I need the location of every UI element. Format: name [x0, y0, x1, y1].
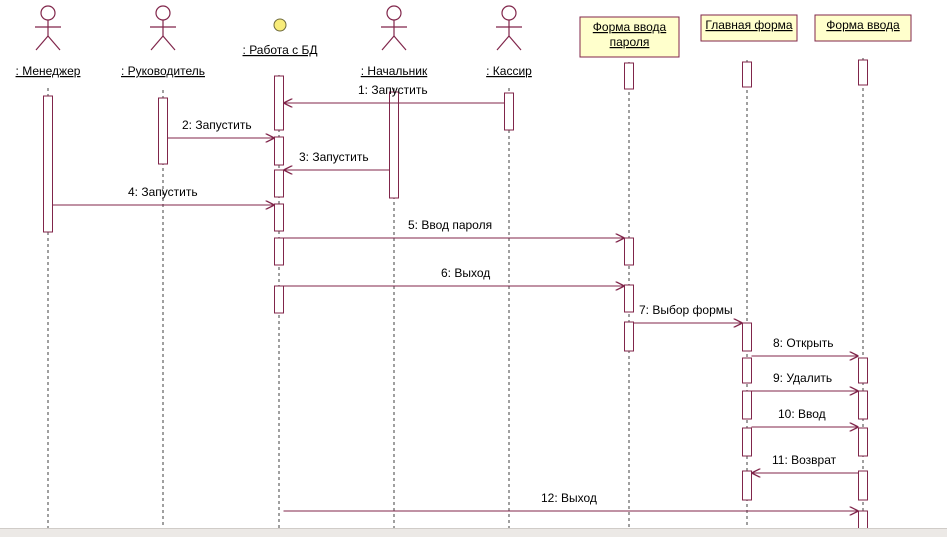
message-label-3: 3: Запустить — [299, 150, 369, 164]
participant-cashier[interactable]: : Кассир — [486, 5, 532, 78]
activation-db-6[interactable] — [274, 285, 284, 314]
entity-icon — [273, 18, 287, 32]
activation-pwdform-2[interactable] — [624, 237, 634, 266]
activation-db-2[interactable] — [274, 136, 284, 166]
activation-cashier-1[interactable] — [504, 92, 514, 131]
activation-db-3[interactable] — [274, 169, 284, 198]
activation-db-4[interactable] — [274, 203, 284, 232]
activation-pwdform-1[interactable] — [624, 62, 634, 90]
activation-mainform-6[interactable] — [742, 470, 752, 501]
participant-label: : Кассир — [486, 64, 532, 78]
message-label-9: 9: Удалить — [773, 371, 832, 385]
activation-inputform-4[interactable] — [858, 427, 868, 457]
activation-pwdform-4[interactable] — [624, 321, 634, 352]
message-label-11: 11: Возврат — [772, 453, 837, 467]
participant-label: Форма ввода — [826, 18, 900, 32]
activation-mainform-2[interactable] — [742, 322, 752, 352]
object-box — [700, 14, 798, 42]
activation-db-1[interactable] — [274, 75, 284, 131]
participant-head[interactable]: : Руководитель — [121, 5, 205, 78]
activation-pwdform-3[interactable] — [624, 284, 634, 313]
activation-inputform-3[interactable] — [858, 390, 868, 420]
message-label-1: 1: Запустить — [358, 83, 428, 97]
message-label-4: 4: Запустить — [128, 185, 198, 199]
message-label-2: 2: Запустить — [182, 118, 252, 132]
participant-label: : Менеджер — [16, 64, 81, 78]
participant-inputform[interactable]: Форма ввода — [814, 14, 912, 42]
message-label-8: 8: Открыть — [773, 336, 833, 350]
actor-icon — [35, 5, 61, 51]
message-label-5: 5: Ввод пароля — [408, 218, 492, 232]
activation-db-5[interactable] — [274, 237, 284, 266]
activation-manager-1[interactable] — [43, 95, 53, 233]
participant-manager[interactable]: : Менеджер — [16, 5, 81, 78]
activation-mainform-3[interactable] — [742, 357, 752, 384]
object-box — [814, 14, 912, 42]
participant-label: : Руководитель — [121, 64, 205, 78]
activation-mainform-4[interactable] — [742, 390, 752, 420]
participant-mainform[interactable]: Главная форма — [700, 14, 798, 42]
message-label-6: 6: Выход — [441, 266, 490, 280]
activation-inputform-5[interactable] — [858, 470, 868, 501]
activation-inputform-2[interactable] — [858, 357, 868, 384]
actor-icon — [381, 5, 407, 51]
actor-icon — [496, 5, 522, 51]
participant-label: : Работа с БД — [243, 43, 318, 57]
object-box — [579, 16, 680, 58]
activation-mainform-5[interactable] — [742, 427, 752, 457]
activation-inputform-1[interactable] — [858, 59, 868, 86]
activation-head-1[interactable] — [158, 97, 168, 165]
activation-mainform-1[interactable] — [742, 61, 752, 88]
actor-icon — [150, 5, 176, 51]
participant-label: Главная форма — [705, 18, 792, 32]
participant-label: : Начальник — [361, 64, 428, 78]
horizontal-scrollbar[interactable] — [0, 528, 947, 537]
message-label-10: 10: Ввод — [778, 407, 826, 421]
participant-label: Форма ввода — [593, 20, 667, 34]
activation-chief-1[interactable] — [389, 91, 399, 199]
participant-chief[interactable]: : Начальник — [361, 5, 428, 78]
participant-db[interactable]: : Работа с БД — [243, 18, 318, 57]
message-label-7: 7: Выбор формы — [639, 303, 733, 317]
participant-label: пароля — [610, 35, 650, 49]
message-label-12: 12: Выход — [541, 491, 597, 505]
